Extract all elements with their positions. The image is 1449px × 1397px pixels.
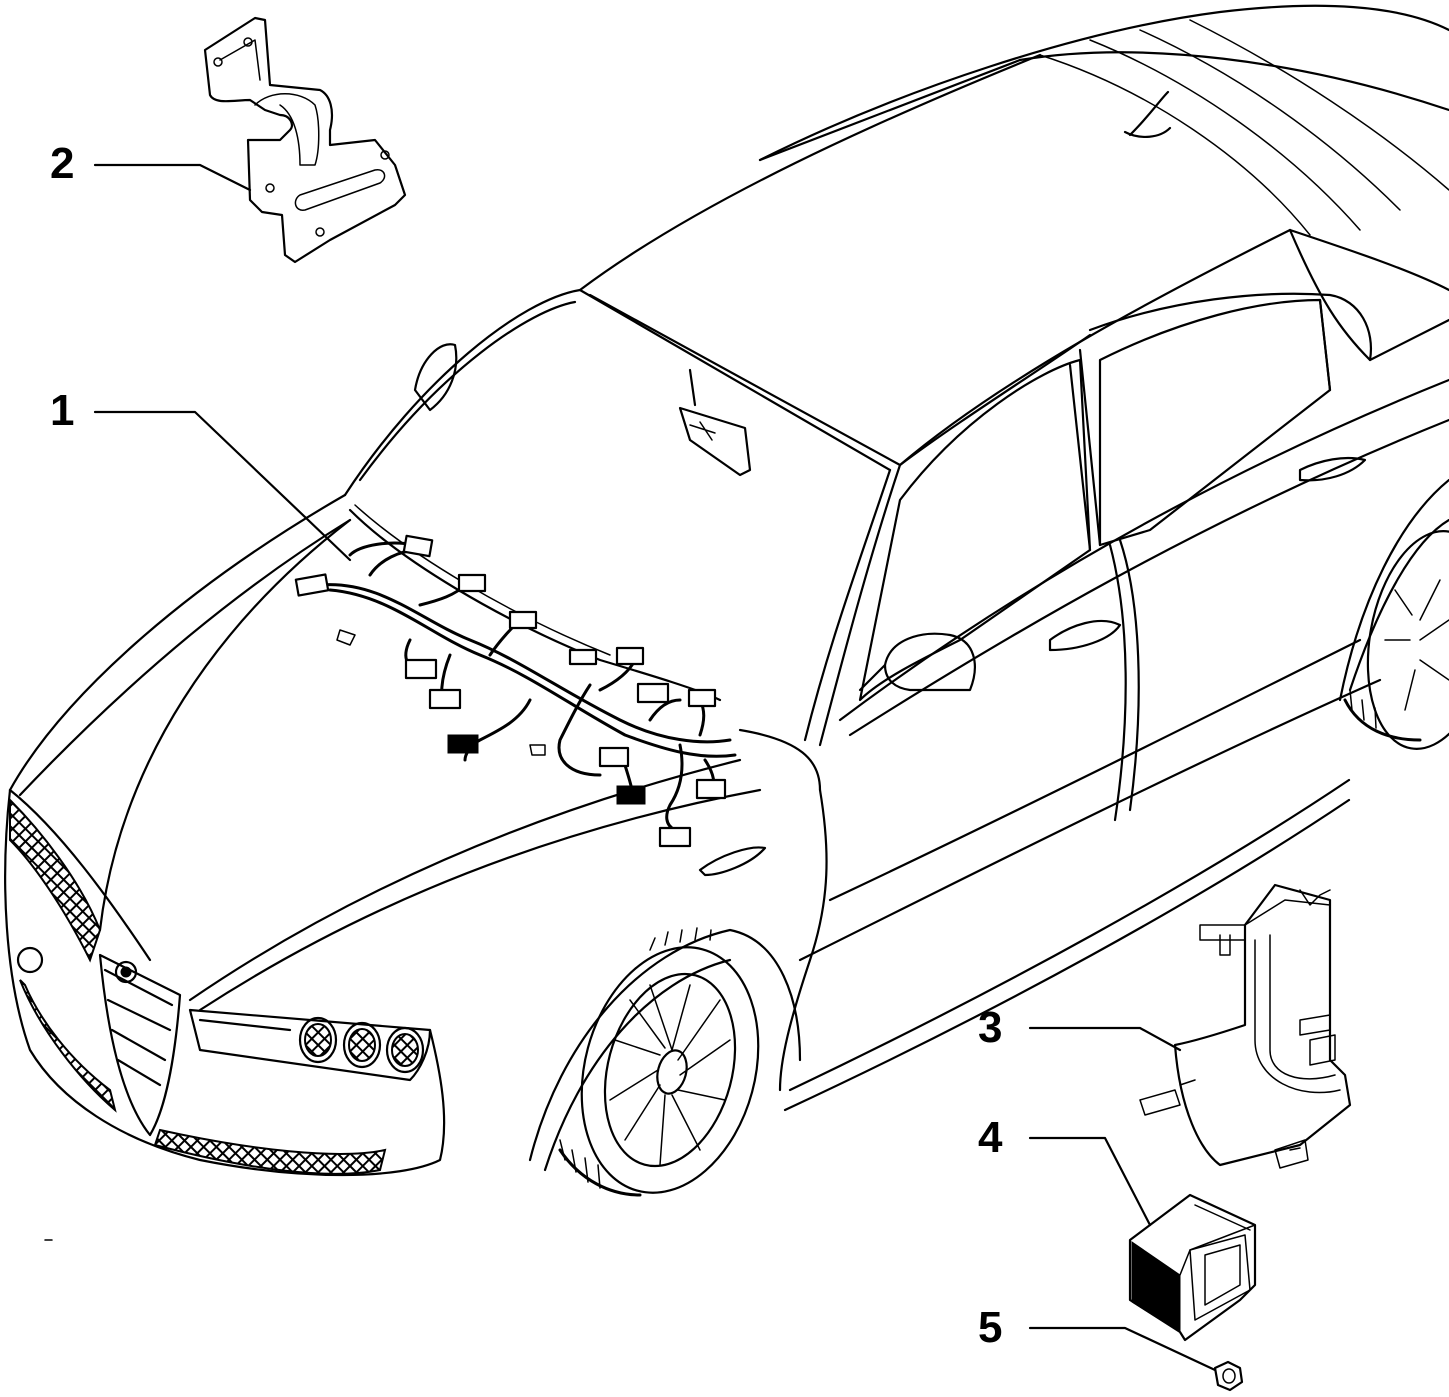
leader-line-1 [93, 410, 352, 562]
leader-lines [93, 163, 1217, 1372]
bracket-part-2 [203, 16, 407, 264]
cover-part-3 [1139, 883, 1352, 1169]
callout-2: 2 [50, 139, 74, 188]
callout-5: 5 [978, 1303, 1002, 1352]
leader-line-2 [93, 163, 252, 192]
leader-line-3 [1028, 1026, 1182, 1052]
housing-part-4 [1128, 1193, 1257, 1342]
callout-4: 4 [978, 1113, 1003, 1162]
nut-part-5 [1213, 1360, 1244, 1392]
callout-3: 3 [978, 1003, 1002, 1052]
leader-line-4 [1028, 1136, 1152, 1227]
callout-1: 1 [50, 386, 74, 435]
wiring-harness [294, 504, 737, 848]
car-outline [4, 4, 1449, 1197]
leader-line-5 [1028, 1326, 1217, 1372]
